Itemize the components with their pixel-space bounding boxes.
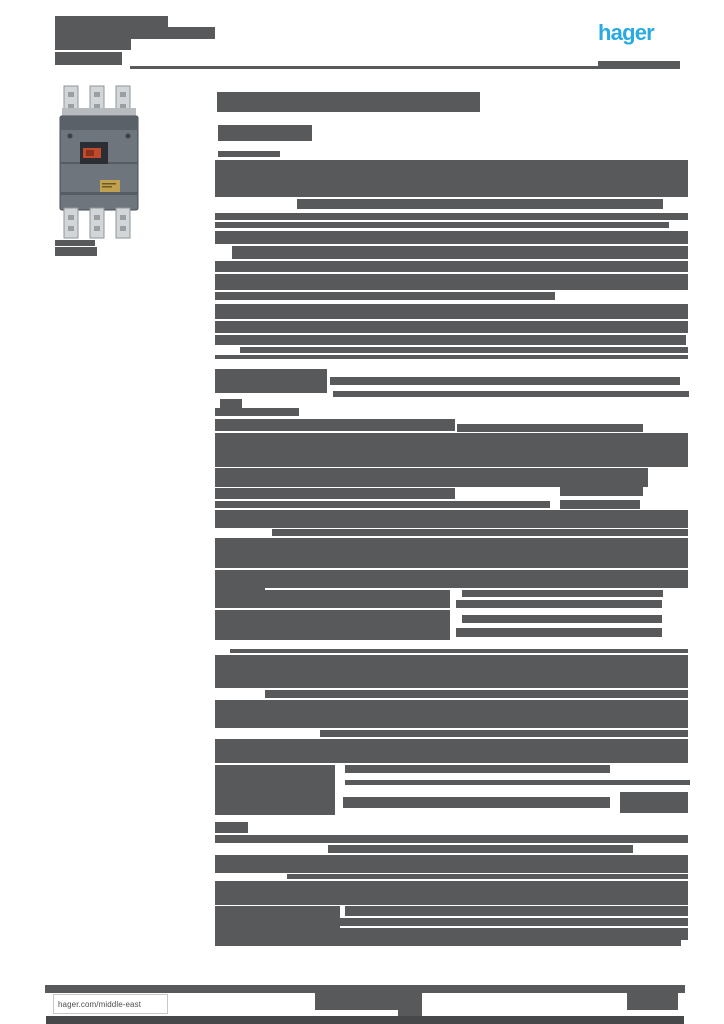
doc-title-line-redaction xyxy=(55,27,215,39)
redacted-text-line xyxy=(462,615,662,623)
redacted-text-line xyxy=(456,600,662,608)
redacted-text-line xyxy=(272,529,688,536)
redacted-text-line xyxy=(343,797,610,808)
redacted-text-line xyxy=(320,730,688,737)
section-heading-redaction xyxy=(215,369,327,393)
footer-center-block xyxy=(315,993,422,1010)
redacted-text-line xyxy=(215,510,688,528)
footer-right-block xyxy=(627,993,678,1010)
redacted-text-line xyxy=(215,292,555,300)
redacted-text-line xyxy=(345,906,688,916)
footer-top-bar xyxy=(45,985,685,993)
redacted-text-line xyxy=(215,160,688,197)
redacted-text-line xyxy=(245,918,688,926)
redacted-text-line xyxy=(218,151,280,157)
page-title-redaction xyxy=(217,92,480,112)
redacted-text-line xyxy=(215,261,688,272)
redacted-text-line xyxy=(215,739,688,763)
redacted-text-line xyxy=(457,424,643,432)
redacted-text-line xyxy=(215,940,681,946)
redacted-text-line xyxy=(240,347,688,353)
redacted-text-line xyxy=(560,500,640,509)
redacted-text-line xyxy=(215,213,688,220)
doc-title-line-redaction xyxy=(55,39,131,50)
redacted-text-line xyxy=(345,765,610,773)
logo-underline-bar xyxy=(598,61,680,69)
footer-bottom-bar xyxy=(46,1016,684,1024)
hager-logo: hager xyxy=(598,20,655,45)
redacted-text-line xyxy=(333,391,689,397)
redacted-text-line xyxy=(462,590,663,597)
redacted-text-line xyxy=(265,690,688,698)
redacted-text-line xyxy=(215,822,248,833)
redacted-text-line xyxy=(232,246,688,259)
redacted-text-line xyxy=(345,780,690,785)
redacted-text-line xyxy=(215,468,648,487)
footer-link-box: hager.com/middle-east xyxy=(53,994,168,1014)
redacted-text-line xyxy=(215,700,688,728)
redacted-text-line xyxy=(220,399,242,408)
redacted-text-line xyxy=(215,655,688,688)
redacted-text-line xyxy=(215,222,669,228)
redacted-text-line xyxy=(215,538,688,568)
doc-title-line-redaction xyxy=(55,16,168,27)
redacted-text-line xyxy=(215,610,450,640)
redacted-text-line xyxy=(620,792,688,813)
photo-caption-redaction xyxy=(55,247,97,256)
redacted-text-line xyxy=(215,335,686,345)
footer-link[interactable]: hager.com/middle-east xyxy=(58,999,142,1009)
redacted-text-line xyxy=(215,488,455,499)
redacted-text-line xyxy=(215,321,688,333)
redacted-text-line xyxy=(287,874,688,879)
redacted-text-line xyxy=(215,355,688,359)
redacted-text-line xyxy=(215,419,455,431)
photo-caption-redaction xyxy=(55,240,95,246)
redacted-text-line xyxy=(265,570,688,588)
redacted-text-line xyxy=(215,590,450,608)
redacted-text-line xyxy=(215,304,688,319)
redacted-text-line xyxy=(330,377,680,385)
doc-subtitle-redaction xyxy=(55,52,122,65)
redacted-text-line xyxy=(215,881,688,905)
section-heading-redaction xyxy=(215,765,335,815)
product-photo xyxy=(56,84,144,240)
footer-center-tail xyxy=(398,1010,422,1018)
redacted-text-line xyxy=(560,481,643,496)
redacted-text-line xyxy=(215,231,688,244)
redacted-text-line xyxy=(328,845,633,853)
redacted-text-line xyxy=(215,835,688,843)
redacted-text-line xyxy=(215,855,688,873)
redacted-text-line xyxy=(215,433,688,467)
redacted-text-line xyxy=(230,649,688,653)
redacted-text-line xyxy=(215,408,299,416)
redacted-text-line xyxy=(297,199,663,209)
header-rule xyxy=(130,66,678,69)
redacted-text-line xyxy=(215,501,550,508)
redacted-text-line xyxy=(456,628,662,637)
redacted-text-line xyxy=(215,274,688,290)
mccb-photo xyxy=(59,85,139,239)
section-heading-redaction xyxy=(218,125,312,141)
redacted-text-line xyxy=(215,928,688,940)
